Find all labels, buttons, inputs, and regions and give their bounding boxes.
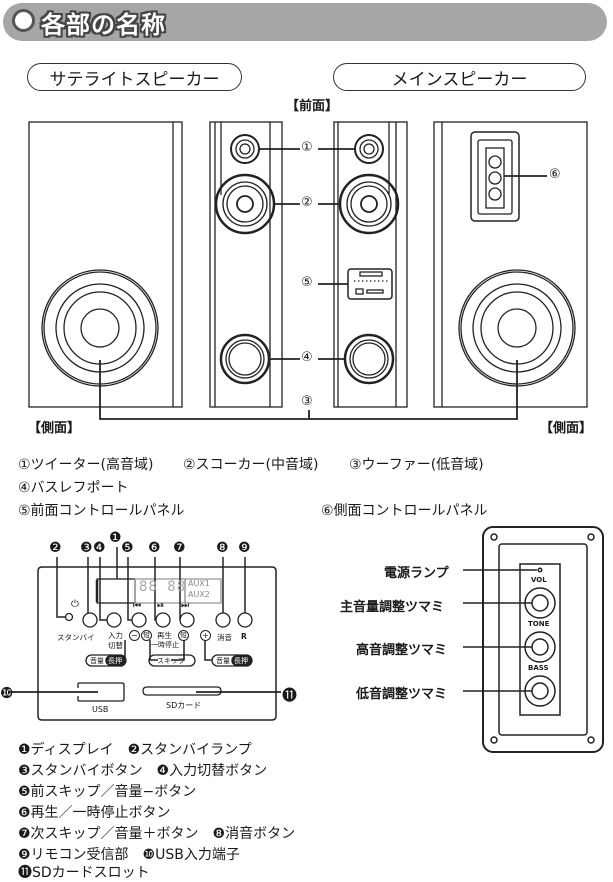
input-select-button[interactable] [107, 613, 121, 627]
play-label-2: 一時停止 [151, 641, 179, 649]
marker-5: ⑤ [301, 275, 313, 290]
legend-bottom-line-2: ❸スタンバイボタン ❹入力切替ボタン [18, 763, 268, 779]
long-press-badge-left: 長押 [108, 657, 122, 665]
power-icon: ⏻ [71, 599, 79, 610]
circle-bullet-icon [12, 9, 35, 32]
legend-bottom-line-6: ❾リモコン受信部 ❿USB入力端子 [18, 847, 240, 863]
remote-receiver [238, 613, 252, 627]
tone-label: TONE [528, 620, 550, 628]
speaker-illustration [28, 121, 588, 420]
marker-3: ③ [301, 394, 313, 409]
mute-button[interactable] [216, 613, 230, 627]
input-label: 入力 [108, 631, 123, 640]
next-track-icon: ⏭ [181, 601, 190, 611]
section-header-bar [3, 3, 607, 41]
legend-bottom-line-7: ⓫SDカードスロット [18, 865, 150, 881]
legend-item-squawker: ②スコーカー(中音域) [183, 457, 319, 473]
legend-item-woofer: ③ウーファー(低音域) [349, 457, 484, 473]
marker-1-filled: ❶ [109, 530, 122, 546]
satellite-side-view [28, 121, 183, 408]
volume-long-press-label-left: 音量 [90, 657, 104, 665]
marker-2: ② [301, 195, 313, 210]
marker-6-filled: ❻ [148, 540, 161, 556]
play-pause-button[interactable] [156, 613, 170, 627]
marker-3-filled: ❸ [80, 540, 93, 556]
treble-knob[interactable] [525, 632, 555, 662]
standby-lamp [65, 613, 73, 621]
main-front-view [333, 121, 408, 408]
standby-button[interactable] [83, 613, 97, 627]
volume-knob[interactable] [525, 588, 555, 618]
marker-11-filled: ⓫ [282, 686, 298, 704]
skip-label: スキップ [157, 657, 185, 665]
callout-main-volume-knob: 主音量調整ツマミ [340, 600, 445, 615]
marker-10-filled: ❿ [0, 684, 14, 702]
standby-label: スタンバイ [57, 633, 95, 642]
satellite-front-view [209, 121, 283, 408]
marker-1: ① [301, 140, 313, 155]
side-control-panel-diagram [463, 526, 604, 753]
play-label: 再生 [157, 631, 172, 640]
side-view-label-left: 【側面】 [28, 421, 81, 436]
satellite-speaker-label: サテライトスピーカー [27, 63, 242, 91]
display-digits: 88 88 [139, 579, 187, 595]
legend-bottom-line-1: ❶ディスプレイ ❷スタンバイランプ [18, 742, 252, 758]
main-side-view [433, 121, 588, 408]
marker-4: ④ [301, 350, 313, 365]
mute-label: 消音 [217, 633, 232, 642]
short-press-icon: 短 [141, 630, 152, 641]
legend-item-front-panel: ⑤前面コントロールパネル [18, 503, 185, 519]
volume-long-press-label-right: 音量 [216, 657, 230, 665]
callout-bass-knob: 低音調整ツマミ [356, 687, 448, 702]
legend-bottom-line-3: ❺前スキップ／音量−ボタン [18, 784, 197, 800]
next-skip-volume-up-button[interactable] [180, 613, 194, 627]
sd-card-label: SDカード [166, 701, 202, 710]
marker-6: ⑥ [549, 167, 561, 182]
legend-item-bass-reflex: ④バスレフポート [18, 480, 129, 496]
legend-bottom-line-4: ❻再生／一時停止ボタン [18, 805, 171, 821]
usb-label: USB [92, 705, 109, 714]
legend-item-tweeter: ①ツイーター(高音域) [18, 457, 154, 473]
play-pause-icon: ⏯ [157, 601, 165, 611]
bass-knob[interactable] [525, 676, 555, 706]
marker-9-filled: ❾ [238, 540, 251, 556]
remote-label: R [241, 632, 247, 641]
display-aux2: AUX2 [188, 590, 210, 599]
long-press-badge-right: 長押 [234, 657, 248, 665]
marker-4-filled: ❹ [93, 540, 106, 556]
input-label-2: 切替 [108, 641, 123, 650]
legend-bottom-line-5: ❼次スキップ／音量＋ボタン ❽消音ボタン [18, 826, 296, 842]
usb-port[interactable] [78, 683, 124, 701]
marker-7-filled: ❼ [173, 540, 186, 556]
marker-8-filled: ❽ [216, 540, 229, 556]
leader-lines [99, 148, 547, 420]
main-speaker-label: メインスピーカー [333, 63, 586, 91]
short-press-icon-2: 短 [178, 630, 189, 641]
prev-skip-volume-down-button[interactable] [132, 613, 146, 627]
marker-2-filled: ❷ [49, 540, 62, 556]
bass-label: BASS [528, 664, 549, 672]
vol-label: VOL [531, 576, 547, 584]
callout-treble-knob: 高音調整ツマミ [356, 643, 448, 658]
minus-icon: − [129, 630, 140, 641]
front-view-label: 【前面】 [286, 99, 339, 114]
sd-card-slot[interactable] [143, 687, 221, 695]
callout-power-lamp: 電源ランプ [384, 566, 449, 581]
side-view-label-right: 【側面】 [540, 421, 593, 436]
marker-5-filled: ❺ [121, 540, 134, 556]
front-control-panel-diagram [8, 547, 281, 721]
plus-icon: + [200, 630, 211, 641]
display-aux1: AUX1 [188, 579, 210, 588]
legend-item-side-panel: ⑥側面コントロールパネル [321, 503, 488, 519]
section-title: 各部の名称 [41, 11, 166, 39]
prev-track-icon: ⏮ [133, 601, 142, 611]
